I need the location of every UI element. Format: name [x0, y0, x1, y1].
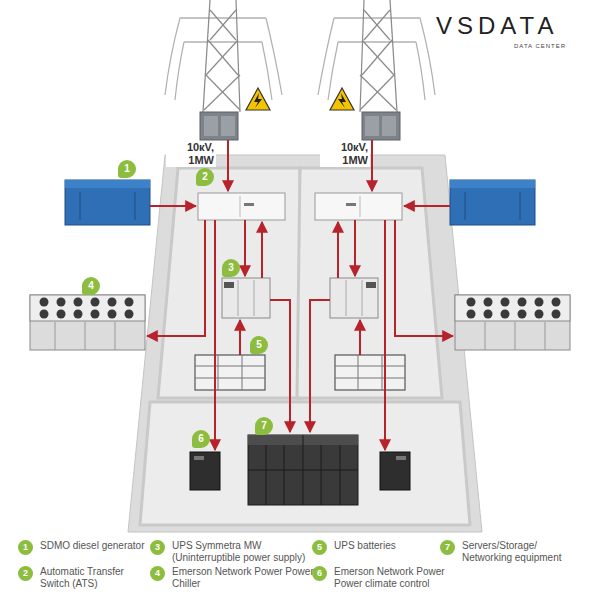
callout-bubble: 5: [250, 336, 268, 354]
legend-swatch: 7: [440, 540, 455, 555]
callout-number: 1: [124, 164, 130, 174]
callout-number: 4: [88, 281, 94, 291]
callout-number: 5: [256, 340, 262, 350]
callout-number: 2: [202, 172, 208, 182]
logo-text: VSDATA: [436, 12, 558, 40]
legend-item: 4 Emerson Network Power Power Chiller: [150, 566, 322, 590]
legend-text: Emerson Network Power Power climate cont…: [334, 566, 456, 590]
legend-swatch: 6: [312, 566, 327, 581]
voltage-label: 10кV, 1MW: [320, 141, 370, 167]
legend-text: SDMO diesel generator: [40, 540, 152, 552]
legend-item: 5 UPS batteries: [312, 540, 456, 555]
legend-swatch: 1: [18, 540, 33, 555]
callout-number: 3: [228, 263, 234, 273]
voltage-label: 10кV, 1MW: [166, 141, 216, 167]
legend-text: Emerson Network Power Power Chiller: [172, 566, 322, 590]
legend-item: 3 UPS Symmetra MW (Uninterruptible power …: [150, 540, 322, 564]
legend-swatch: 2: [18, 566, 33, 581]
legend-number: 2: [23, 569, 28, 578]
legend-number: 3: [155, 543, 160, 552]
legend-item: 2 Automatic Transfer Switch (ATS): [18, 566, 152, 590]
callout-number: 7: [261, 421, 267, 431]
legend-text: Automatic Transfer Switch (ATS): [40, 566, 152, 590]
legend-swatch: 4: [150, 566, 165, 581]
legend-text: UPS Symmetra MW (Uninterruptible power s…: [172, 540, 322, 564]
callout-bubble: 7: [255, 417, 273, 435]
legend-number: 6: [317, 569, 322, 578]
legend-number: 5: [317, 543, 322, 552]
legend-item: 6 Emerson Network Power Power climate con…: [312, 566, 456, 590]
callout-bubble: 4: [82, 277, 100, 295]
legend-number: 1: [23, 543, 28, 552]
callout-number: 6: [198, 434, 204, 444]
legend-item: 1 SDMO diesel generator: [18, 540, 152, 555]
callout-bubble: 3: [222, 259, 240, 277]
callout-bubble: 2: [196, 168, 214, 186]
callout-bubble: 6: [192, 430, 210, 448]
callout-bubble: 1: [118, 160, 136, 178]
legend-text: Servers/Storage/ Networking equipment: [462, 540, 587, 564]
legend-number: 4: [155, 569, 160, 578]
legend-text: UPS batteries: [334, 540, 456, 552]
legend-number: 7: [445, 543, 450, 552]
legend-swatch: 5: [312, 540, 327, 555]
legend-item: 7 Servers/Storage/ Networking equipment: [440, 540, 587, 564]
logo-subtitle: DATA CENTER: [514, 42, 566, 50]
legend-swatch: 3: [150, 540, 165, 555]
